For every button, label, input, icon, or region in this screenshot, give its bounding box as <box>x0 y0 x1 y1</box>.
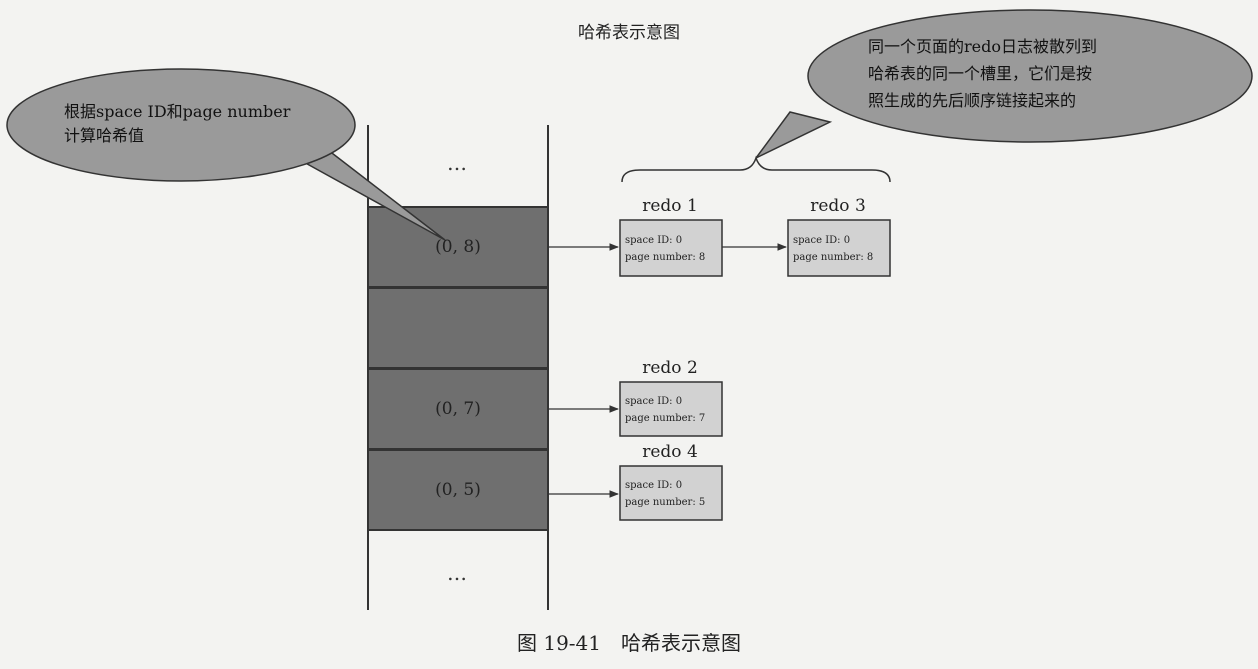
table-bottom-ellipsis: … <box>447 561 469 585</box>
redo-node-page-number: page number: 8 <box>793 252 873 263</box>
hash-slot-1 <box>367 287 549 369</box>
callout-right-bubble <box>807 9 1253 143</box>
hash-slot-label: (0, 5) <box>435 480 481 500</box>
hash-slot-2: (0, 7) <box>367 368 549 450</box>
redo-node-3: redo 3 space ID: 0 page number: 8 <box>787 196 891 277</box>
group-brace <box>621 155 891 183</box>
callout-right-text: 同一个页面的redo日志被散列到 哈希表的同一个槽里，它们是按 照生成的先后顺序… <box>868 37 1102 110</box>
callout-left-bubble <box>6 68 356 182</box>
callout-left-text: 根据space ID和page number 计算哈希值 <box>64 102 295 145</box>
redo-node-space-id: space ID: 0 <box>793 235 850 246</box>
callout-left: 根据space ID和page number 计算哈希值 <box>6 68 446 241</box>
redo-node-space-id: space ID: 0 <box>625 396 682 407</box>
redo-node-1: redo 1 space ID: 0 page number: 8 <box>619 196 723 277</box>
redo-node-page-number: page number: 5 <box>625 497 705 508</box>
redo-node-space-id: space ID: 0 <box>625 480 682 491</box>
hash-table: … (0, 8) (0, 7) (0, 5) … <box>367 125 549 610</box>
redo-node-2: redo 2 space ID: 0 page number: 7 <box>619 358 723 437</box>
redo-node-page-number: page number: 7 <box>625 413 705 424</box>
diagram-title: 哈希表示意图 <box>578 23 680 43</box>
redo-node-name: redo 4 <box>642 442 698 462</box>
redo-node-name: redo 1 <box>642 196 698 216</box>
callout-right: 同一个页面的redo日志被散列到 哈希表的同一个槽里，它们是按 照生成的先后顺序… <box>755 9 1253 159</box>
figure-caption: 图 19-41 哈希表示意图 <box>517 631 741 655</box>
hash-slot-0: (0, 8) <box>367 206 549 288</box>
redo-node-4: redo 4 space ID: 0 page number: 5 <box>619 442 723 521</box>
redo-node-name: redo 3 <box>810 196 866 216</box>
hash-slot-label: (0, 7) <box>435 399 481 419</box>
redo-node-space-id: space ID: 0 <box>625 235 682 246</box>
hash-slot-3: (0, 5) <box>367 449 549 531</box>
callout-right-tail <box>755 111 833 159</box>
redo-node-name: redo 2 <box>642 358 698 378</box>
hash-slot-label: (0, 8) <box>435 237 481 257</box>
table-top-ellipsis: … <box>447 151 469 175</box>
redo-node-page-number: page number: 8 <box>625 252 705 263</box>
